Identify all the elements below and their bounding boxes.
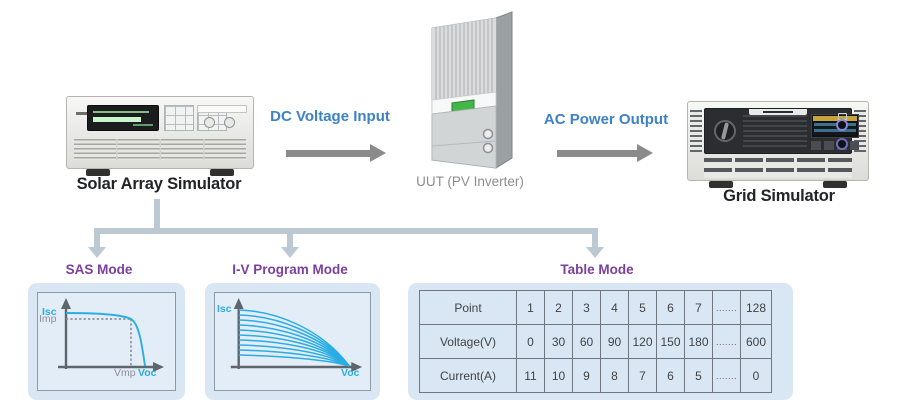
grid-simulator-chassis bbox=[687, 101, 869, 181]
branch-arrow-down-icon bbox=[281, 247, 299, 258]
table-row: Current(A) 11 10 9 8 7 6 5 ....... 0 bbox=[419, 358, 772, 393]
table-cell: 11 bbox=[516, 358, 545, 393]
table-cell: 10 bbox=[544, 358, 573, 393]
table-cell-ellipsis: ....... bbox=[712, 324, 741, 359]
brand-logo bbox=[749, 109, 807, 115]
knob-icon bbox=[836, 138, 848, 150]
uut-label: UUT (PV Inverter) bbox=[416, 174, 524, 189]
table-mode-box: Point 1 2 3 4 5 6 7 ....... 128 Voltage(… bbox=[408, 283, 793, 400]
table-cell: 1 bbox=[516, 290, 545, 325]
isc-label: Isc bbox=[217, 303, 232, 315]
device-foot bbox=[823, 181, 847, 188]
button-row bbox=[811, 141, 859, 150]
iv-program-mode-box: Isc Voc bbox=[205, 283, 380, 400]
solar-array-simulator-image bbox=[66, 96, 254, 176]
connector-port-icon bbox=[482, 142, 494, 154]
branch-horizontal-line bbox=[94, 228, 598, 234]
device-foot bbox=[210, 169, 234, 176]
table-cell: 3 bbox=[572, 290, 601, 325]
voc-label: Voc bbox=[341, 367, 360, 379]
table-cell: 90 bbox=[600, 324, 629, 359]
table-cell: 7 bbox=[684, 290, 713, 325]
table-row-header: Current(A) bbox=[419, 358, 517, 393]
iv-table: Point 1 2 3 4 5 6 7 ....... 128 Voltage(… bbox=[419, 290, 772, 393]
solar-array-simulator-chassis bbox=[66, 96, 254, 169]
vmp-label: Vmp bbox=[114, 367, 136, 379]
grid-simulator-front-panel bbox=[704, 108, 859, 154]
table-cell: 60 bbox=[572, 324, 601, 359]
branch-stem-line bbox=[154, 199, 160, 231]
keypad-left bbox=[164, 105, 194, 131]
table-row: Point 1 2 3 4 5 6 7 ....... 128 bbox=[419, 290, 772, 325]
sas-mode-chart bbox=[37, 292, 176, 391]
sas-mode-title: SAS Mode bbox=[65, 262, 133, 277]
knob-section bbox=[197, 105, 249, 131]
grid-simulator-screen bbox=[811, 114, 859, 138]
table-cell-ellipsis: ....... bbox=[712, 358, 741, 393]
branch-drop-line bbox=[287, 234, 293, 248]
isc-label: Isc bbox=[42, 306, 57, 318]
iv-program-curves-plot bbox=[230, 298, 363, 372]
table-cell: 5 bbox=[628, 290, 657, 325]
vent-grille bbox=[743, 115, 807, 148]
table-cell: 6 bbox=[656, 358, 685, 393]
table-cell-ellipsis: ....... bbox=[712, 290, 741, 325]
knob-icon bbox=[836, 119, 848, 131]
branch-arrow-down-icon bbox=[88, 247, 106, 258]
iv-program-chart bbox=[214, 292, 371, 391]
knob-icon bbox=[224, 117, 235, 128]
power-switch-icon bbox=[714, 120, 736, 142]
knob-icon bbox=[204, 117, 215, 128]
imp-label: Imp bbox=[39, 313, 57, 325]
solar-array-simulator-display bbox=[87, 105, 159, 131]
table-cell: 128 bbox=[740, 290, 772, 325]
dc-voltage-input-label: DC Voltage Input bbox=[270, 108, 390, 125]
connector-port-icon bbox=[482, 128, 494, 140]
table-row: Voltage(V) 0 30 60 90 120 150 180 ......… bbox=[419, 324, 772, 359]
vent-grille bbox=[690, 110, 702, 152]
branch-drop-line bbox=[592, 234, 598, 248]
flow-arrow-right-icon bbox=[286, 144, 386, 162]
table-cell: 180 bbox=[684, 324, 713, 359]
vent-grille bbox=[74, 139, 246, 160]
vent-grille bbox=[704, 158, 852, 178]
device-foot bbox=[709, 181, 733, 188]
ac-power-output-label: AC Power Output bbox=[543, 111, 669, 128]
iv-program-mode-title: I-V Program Mode bbox=[232, 262, 348, 277]
branch-drop-line bbox=[94, 234, 100, 248]
table-cell: 120 bbox=[628, 324, 657, 359]
solar-array-simulator-label: Solar Array Simulator bbox=[76, 175, 242, 193]
table-cell: 9 bbox=[572, 358, 601, 393]
grid-simulator-label: Grid Simulator bbox=[723, 187, 835, 205]
sas-mode-box: Isc Imp Vmp Voc bbox=[28, 283, 185, 400]
table-cell: 6 bbox=[656, 290, 685, 325]
table-cell: 30 bbox=[544, 324, 573, 359]
device-foot bbox=[86, 169, 110, 176]
sas-iv-curve-plot bbox=[58, 298, 164, 372]
table-cell: 5 bbox=[684, 358, 713, 393]
grid-simulator-image bbox=[687, 101, 869, 188]
table-cell: 4 bbox=[600, 290, 629, 325]
pv-inverter-image bbox=[422, 10, 518, 172]
table-cell: 0 bbox=[740, 358, 772, 393]
table-cell: 150 bbox=[656, 324, 685, 359]
table-row-header: Voltage(V) bbox=[419, 324, 517, 359]
table-cell: 600 bbox=[740, 324, 772, 359]
table-cell: 7 bbox=[628, 358, 657, 393]
voc-label: Voc bbox=[138, 367, 157, 379]
branch-arrow-down-icon bbox=[586, 247, 604, 258]
flow-arrow-right-icon bbox=[557, 144, 653, 162]
table-mode-title: Table Mode bbox=[560, 262, 634, 277]
table-cell: 2 bbox=[544, 290, 573, 325]
table-cell: 8 bbox=[600, 358, 629, 393]
table-cell: 0 bbox=[516, 324, 545, 359]
table-row-header: Point bbox=[419, 290, 517, 325]
brand-logo bbox=[76, 112, 89, 115]
